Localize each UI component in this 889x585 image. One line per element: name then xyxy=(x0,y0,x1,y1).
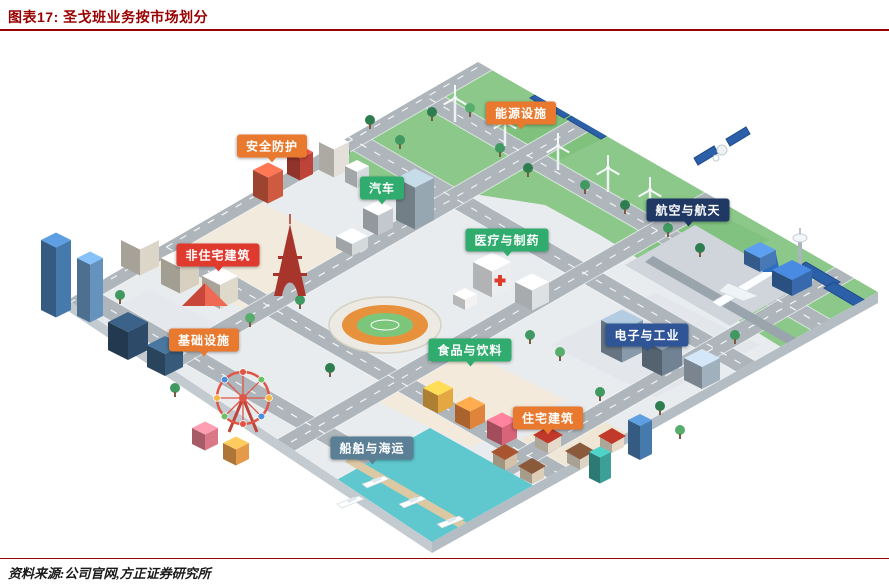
title-rule xyxy=(0,29,889,31)
source-note: 资料来源:公司官网,方正证券研究所 xyxy=(8,566,211,581)
footer-rule xyxy=(0,558,889,559)
figure-title: 图表17: 圣戈班业务按市场划分 xyxy=(8,9,209,25)
